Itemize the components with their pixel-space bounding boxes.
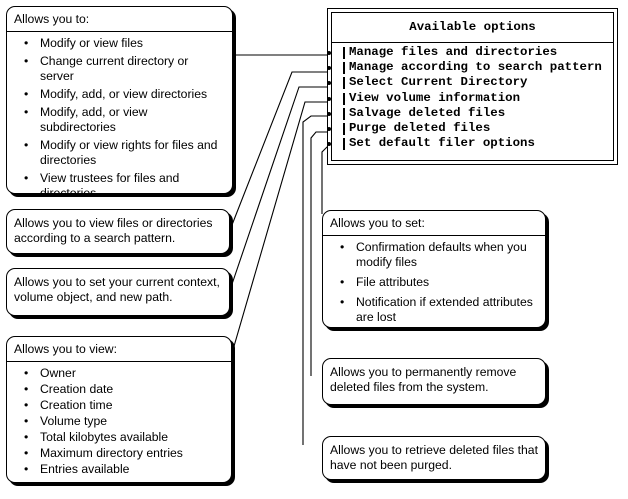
menu-item-select-directory[interactable]: Select Current Directory — [327, 75, 613, 90]
list-item: Modify or view rights for files and dire… — [14, 138, 225, 168]
menu-title: Available options — [331, 13, 614, 43]
list-item: File attributes — [330, 275, 538, 290]
callout-list: Confirmation defaults when you modify fi… — [330, 240, 538, 325]
menu-item-purge[interactable]: Purge deleted files — [327, 121, 613, 136]
callout-search-pattern: Allows you to view files or directories … — [6, 209, 230, 254]
callout-select-directory: Allows you to set your current context, … — [6, 268, 230, 316]
list-item: Modify, add, or view directories — [14, 87, 225, 102]
callout-heading: Allows you to: — [7, 7, 232, 32]
callout-text: Allows you to set your current context, … — [14, 275, 220, 304]
callout-default-options: Allows you to set: Confirmation defaults… — [322, 210, 546, 328]
list-item: Notification if extended attributes are … — [330, 295, 538, 325]
callout-text: Allows you to view files or directories … — [14, 216, 213, 245]
list-item: Modify, add, or view subdirectories — [14, 105, 225, 135]
list-item: View trustees for files and directories — [14, 171, 225, 201]
list-item: Owner — [14, 366, 224, 381]
list-item: Total kilobytes available — [14, 430, 224, 445]
menu-item-search-pattern[interactable]: Manage according to search pattern — [327, 60, 613, 75]
menu-item-volume-info[interactable]: View volume information — [327, 91, 613, 106]
connector-select — [229, 86, 333, 291]
menu-items: Manage files and directories Manage acco… — [327, 43, 613, 151]
list-item: Creation time — [14, 398, 224, 413]
callout-volume-info: Allows you to view: Owner Creation date … — [6, 336, 232, 483]
list-item: Confirmation defaults when you modify fi… — [330, 240, 538, 270]
available-options-menu: Available options Manage files and direc… — [327, 8, 618, 165]
menu-item-defaults[interactable]: Set default filer options — [327, 136, 613, 151]
callout-salvage: Allows you to retrieve deleted files tha… — [322, 436, 546, 480]
list-item: Modify or view files — [14, 36, 225, 51]
list-item: Entries available — [14, 462, 224, 477]
callout-text: Allows you to retrieve deleted files tha… — [330, 443, 538, 472]
callout-heading: Allows you to view: — [7, 337, 231, 362]
menu-item-manage-files[interactable]: Manage files and directories — [327, 45, 613, 60]
list-item: Volume type — [14, 414, 224, 429]
callout-purge: Allows you to permanently remove deleted… — [322, 358, 546, 405]
list-item: Change current directory or server — [14, 54, 225, 84]
list-item: Creation date — [14, 382, 224, 397]
callout-heading: Allows you to set: — [323, 211, 545, 236]
callout-list: Owner Creation date Creation time Volume… — [14, 366, 224, 477]
connector-volume — [229, 101, 333, 361]
list-item: Maximum directory entries — [14, 446, 224, 461]
callout-list: Modify or view files Change current dire… — [14, 36, 225, 201]
connector-search — [229, 71, 333, 231]
callout-text: Allows you to permanently remove deleted… — [330, 365, 517, 394]
menu-item-salvage[interactable]: Salvage deleted files — [327, 106, 613, 121]
callout-manage-files: Allows you to: Modify or view files Chan… — [6, 6, 233, 200]
